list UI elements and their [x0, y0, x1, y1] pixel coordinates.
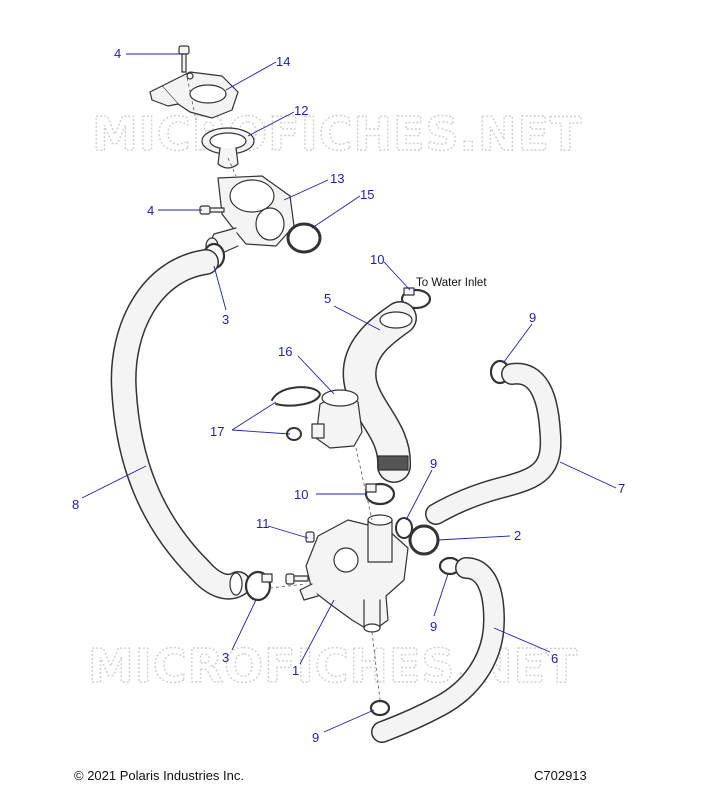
watermark-bottom: MICROFICHES.NET — [88, 639, 578, 693]
callout-5[interactable]: 5 — [324, 291, 331, 306]
clamp-lower[interactable] — [244, 570, 273, 602]
callout-3-lower[interactable]: 3 — [222, 650, 229, 665]
hose-7[interactable] — [425, 362, 562, 525]
assembly-guides — [185, 71, 381, 701]
water-pump-housing[interactable] — [299, 514, 409, 633]
callout-7[interactable]: 7 — [618, 481, 625, 496]
clamp-water-inlet[interactable] — [400, 287, 432, 310]
callout-14[interactable]: 14 — [276, 54, 290, 69]
callout-10-top[interactable]: 10 — [370, 252, 384, 267]
clamp-pump-side[interactable] — [395, 517, 413, 539]
callout-15[interactable]: 15 — [360, 187, 374, 202]
callout-9-bottom[interactable]: 9 — [312, 730, 319, 745]
copyright-notice: © 2021 Polaris Industries Inc. — [74, 768, 244, 783]
drawing-number: C702913 — [534, 768, 587, 783]
callout-9-middle[interactable]: 9 — [430, 456, 437, 471]
bolt-11[interactable] — [285, 531, 315, 585]
clamp-middle-10[interactable] — [364, 482, 396, 506]
callout-4-middle[interactable]: 4 — [147, 203, 154, 218]
bolt-middle[interactable] — [199, 205, 225, 215]
bolt-top[interactable] — [178, 45, 190, 73]
hose-8[interactable] — [110, 249, 251, 600]
callout-16[interactable]: 16 — [278, 344, 292, 359]
thermostat-housing[interactable] — [205, 175, 295, 255]
callout-4-top[interactable]: 4 — [114, 46, 121, 61]
callout-9-lower[interactable]: 9 — [430, 619, 437, 634]
callout-2[interactable]: 2 — [514, 528, 521, 543]
hose-5[interactable] — [342, 301, 417, 483]
leader-lines — [81, 53, 617, 733]
callout-8[interactable]: 8 — [72, 497, 79, 512]
thermostat[interactable] — [201, 127, 255, 169]
callout-13[interactable]: 13 — [330, 171, 344, 186]
callout-17[interactable]: 17 — [210, 424, 224, 439]
watermark-top: MICROFICHES.NET — [92, 107, 582, 161]
callout-9-top[interactable]: 9 — [529, 310, 536, 325]
callouts: 4 14 12 13 4 15 10 3 5 9 16 17 9 7 8 10 … — [72, 46, 625, 745]
callout-10-middle[interactable]: 10 — [294, 487, 308, 502]
thermostat-cover[interactable] — [149, 71, 239, 119]
hose-6[interactable] — [371, 557, 505, 743]
callout-6[interactable]: 6 — [551, 651, 558, 666]
o-ring-15[interactable] — [286, 222, 322, 254]
callout-1[interactable]: 1 — [292, 663, 299, 678]
callout-3-upper[interactable]: 3 — [222, 312, 229, 327]
clamp-hose6-bottom[interactable] — [369, 699, 391, 717]
o-ring-2[interactable] — [408, 524, 440, 556]
callout-12[interactable]: 12 — [294, 103, 308, 118]
hose-outlet-16[interactable] — [311, 389, 363, 449]
callout-11[interactable]: 11 — [256, 516, 270, 531]
note-water-inlet: To Water Inlet — [416, 277, 487, 289]
